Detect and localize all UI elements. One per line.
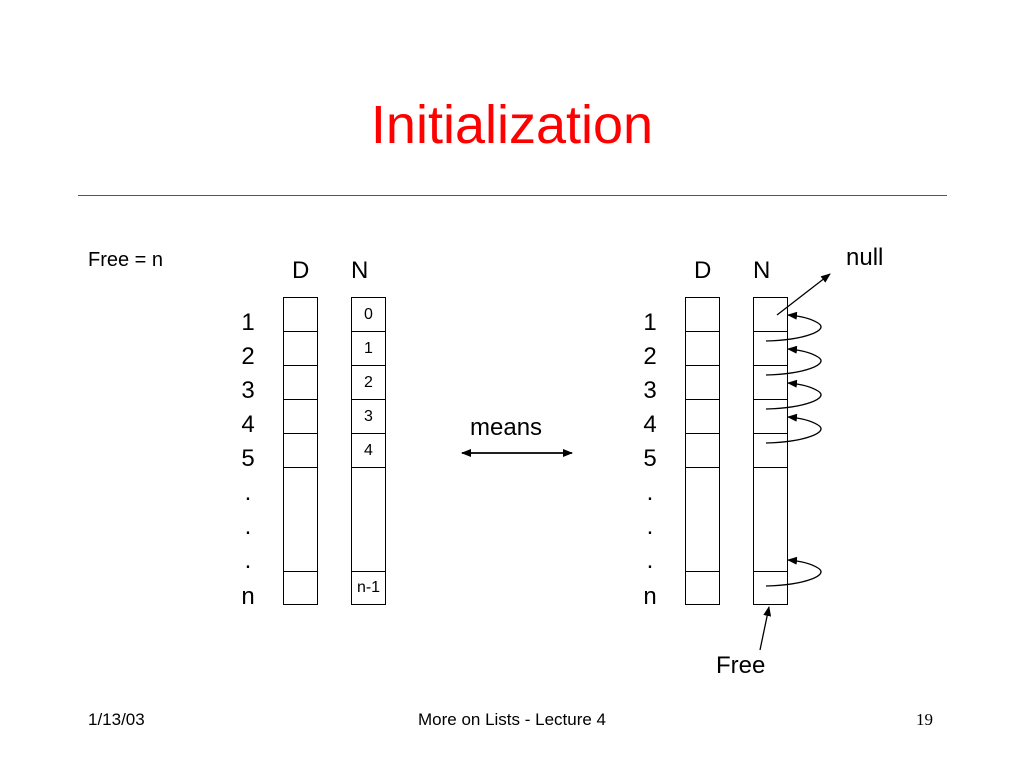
d-cell (686, 332, 719, 366)
slide-title: Initialization (370, 95, 654, 155)
n-cell: 4 (352, 434, 385, 468)
d-cell (686, 400, 719, 434)
title-divider (78, 195, 947, 196)
d-cell (284, 332, 317, 366)
n-cell: 2 (352, 366, 385, 400)
n-cell: n-1 (352, 571, 385, 604)
right-row-label: . (646, 479, 654, 506)
right-header-d: D (694, 257, 712, 284)
d-cell (686, 298, 719, 332)
n-cell (754, 366, 787, 400)
link-arrow-2-to-1 (765, 311, 822, 342)
n-cell (754, 434, 787, 468)
d-cell (284, 298, 317, 332)
link-arrow-5-to-4 (765, 413, 822, 444)
right-row-label: 5 (643, 445, 657, 472)
right-header-n: N (753, 257, 771, 284)
left-row-label: 1 (241, 309, 255, 336)
left-header-n: N (351, 257, 369, 284)
free-arrow (759, 606, 772, 651)
left-header-d: D (292, 257, 310, 284)
left-row-label: 5 (241, 445, 255, 472)
link-arrow-4-to-3 (765, 379, 822, 410)
n-cell: 3 (352, 400, 385, 434)
left-row-label: n (241, 583, 255, 610)
right-row-label: . (646, 513, 654, 540)
left-row-label: . (244, 479, 252, 506)
left-n-column: 0 1 2 3 4 n-1 (351, 297, 386, 605)
d-cell (284, 571, 317, 604)
left-row-label: . (244, 547, 252, 574)
d-cell (686, 434, 719, 468)
footer-date: 1/13/03 (88, 710, 145, 729)
right-row-label: 3 (643, 377, 657, 404)
free-pointer-label: Free (716, 652, 766, 679)
footer-title: More on Lists - Lecture 4 (417, 710, 607, 729)
link-arrow-3-to-2 (765, 345, 822, 376)
d-cell (284, 366, 317, 400)
n-cell: 1 (352, 332, 385, 366)
null-arrow (776, 273, 831, 316)
n-cell (754, 298, 787, 332)
d-cell (686, 571, 719, 604)
n-cell: 0 (352, 298, 385, 332)
d-cell (284, 434, 317, 468)
right-row-label: 2 (643, 343, 657, 370)
page-number: 19 (916, 710, 933, 729)
n-cell (754, 332, 787, 366)
d-cell (284, 400, 317, 434)
left-row-label: 2 (241, 343, 255, 370)
left-row-label: 3 (241, 377, 255, 404)
n-cell (754, 400, 787, 434)
right-d-column (685, 297, 720, 605)
left-row-label: 4 (241, 411, 255, 438)
d-cell (686, 366, 719, 400)
right-row-label: 4 (643, 411, 657, 438)
null-label: null (846, 244, 884, 271)
left-d-column (283, 297, 318, 605)
right-row-label: n (643, 583, 657, 610)
means-label: means (470, 414, 543, 441)
right-row-label: 1 (643, 309, 657, 336)
link-arrow-n-to-prev (765, 556, 822, 587)
left-row-label: . (244, 513, 252, 540)
free-statement: Free = n (88, 249, 164, 271)
right-row-label: . (646, 547, 654, 574)
right-n-column (753, 297, 788, 605)
n-cell (754, 571, 787, 604)
